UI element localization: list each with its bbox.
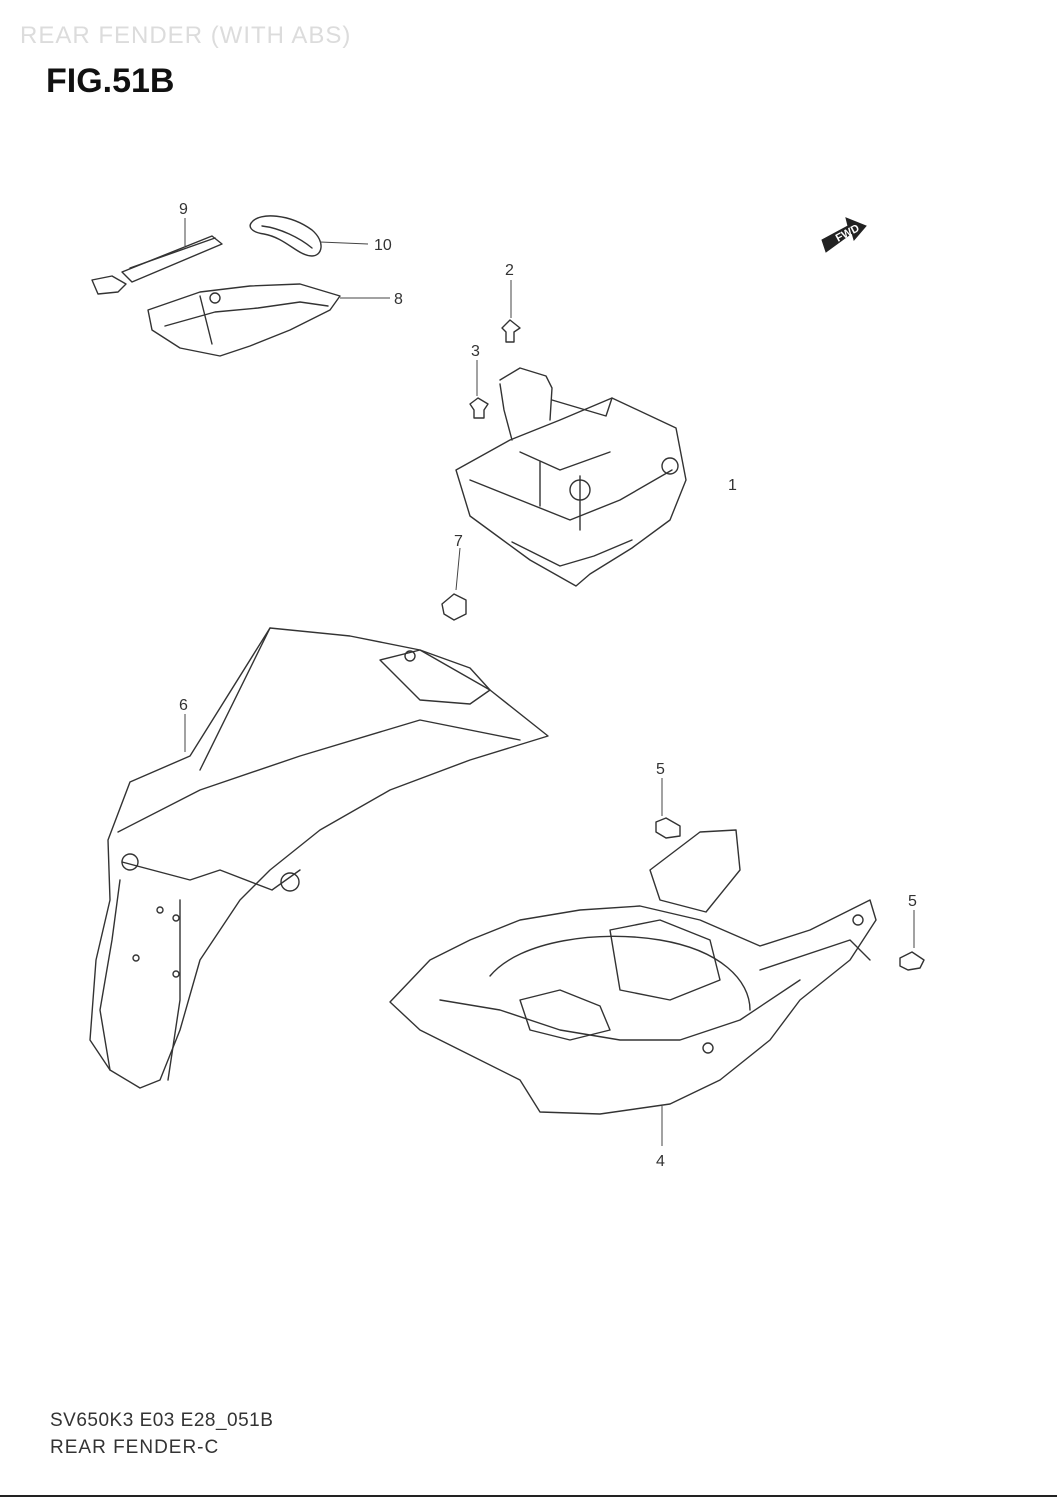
part-10-band-drawing (249, 215, 322, 257)
part-7-clip-drawing (441, 593, 467, 621)
callout-2: 2 (505, 262, 514, 279)
part-5-lower-bolt-drawing (899, 951, 925, 971)
callout-5-upper: 5 (656, 761, 665, 778)
part-5-upper-bolt-drawing (655, 817, 681, 839)
diagram-code: SV650K3 E03 E28_051B (50, 1410, 274, 1431)
callout-3: 3 (471, 343, 480, 360)
forward-arrow-icon: FWD (821, 217, 867, 253)
fwd-label: FWD (834, 222, 862, 244)
part-3-bolt-drawing (469, 397, 489, 419)
part-4-mudguard-drawing (389, 829, 877, 1115)
callout-8: 8 (394, 291, 403, 308)
callout-5-lower: 5 (908, 893, 917, 910)
figure-label: FIG.51B (46, 62, 175, 100)
part-2-clip-drawing (501, 319, 521, 343)
leader-lines (184, 218, 915, 1146)
bottom-border (0, 1495, 1057, 1497)
callout-7: 7 (454, 533, 463, 550)
callout-9: 9 (179, 201, 188, 218)
part-1-bracket-drawing (455, 367, 687, 587)
callout-1: 1 (728, 477, 737, 494)
leader-7 (455, 547, 461, 591)
part-6-fender-drawing (89, 627, 549, 1089)
leader-10 (319, 241, 369, 245)
callout-10: 10 (374, 237, 392, 254)
part-8-cover-drawing (91, 275, 341, 357)
diagram-name: REAR FENDER-C (50, 1437, 220, 1458)
callout-4: 4 (656, 1153, 665, 1170)
part-9-strap-drawing (121, 235, 223, 283)
section-title: REAR FENDER (WITH ABS) (20, 22, 352, 49)
callout-6: 6 (179, 697, 188, 714)
